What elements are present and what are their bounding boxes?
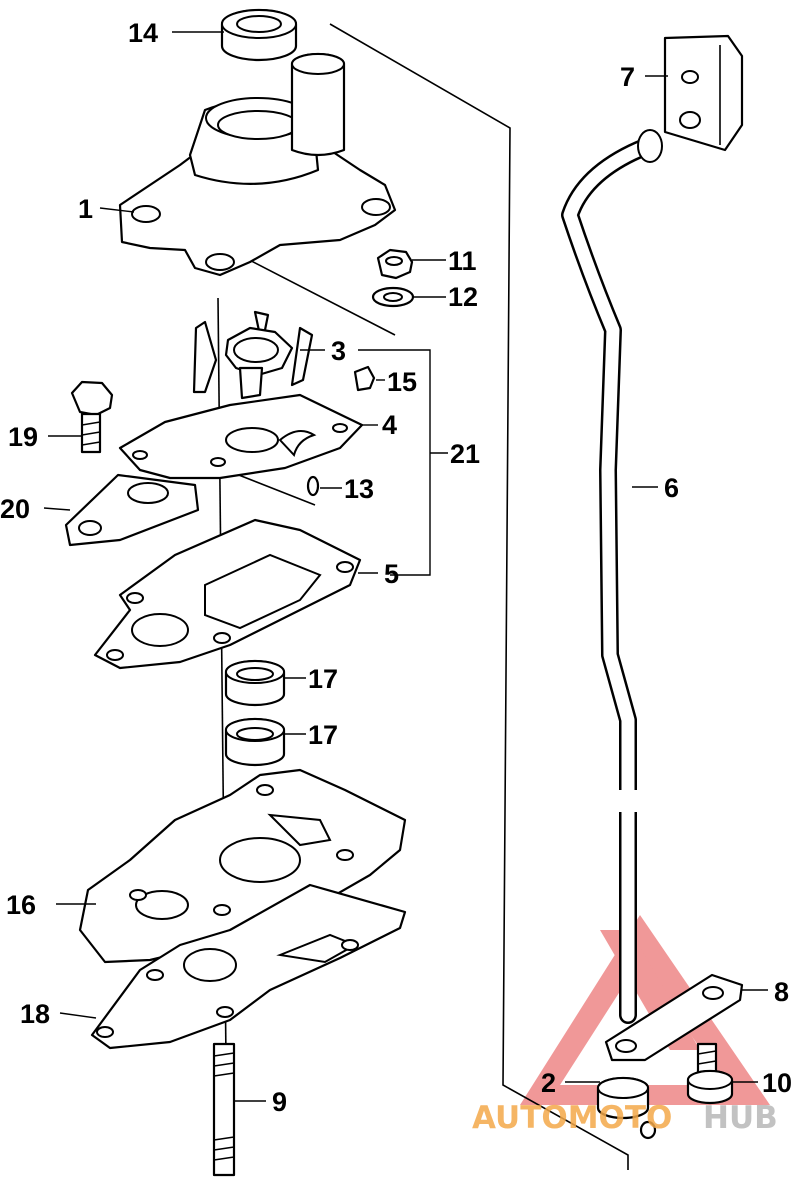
- part-13-pin: [306, 475, 320, 497]
- part-2-grommet: [596, 1076, 657, 1140]
- callout-10: 10: [762, 1068, 792, 1098]
- part-6-tube: [561, 129, 663, 1024]
- part-16-pump-case: [78, 768, 407, 964]
- part-10-bolt: [686, 1042, 734, 1105]
- part-8-plate: [604, 973, 744, 1062]
- callout-16: 16: [6, 890, 36, 920]
- callout-8: 8: [774, 977, 789, 1007]
- callout-13: 13: [344, 474, 374, 504]
- part-11-nut: [376, 248, 414, 280]
- part-18-gasket: [90, 883, 407, 1050]
- part-14-seal: [220, 8, 298, 62]
- callout-19: 19: [8, 422, 38, 452]
- part-20-plate: [64, 473, 200, 547]
- part-15-key: [353, 365, 376, 392]
- callout-18: 18: [20, 999, 50, 1029]
- callout-15: 15: [387, 367, 417, 397]
- callout-6: 6: [664, 473, 679, 503]
- callout-2: 2: [541, 1068, 556, 1098]
- watermark-part2: HUB: [703, 1100, 778, 1136]
- watermark-part1: AUTOMOTO: [472, 1100, 672, 1136]
- part-19-bolt: [70, 380, 114, 454]
- part-5-gasket: [93, 518, 362, 670]
- callout-12: 12: [448, 282, 478, 312]
- callout-5: 5: [384, 559, 399, 589]
- callout-20: 20: [0, 494, 30, 524]
- callout-17-lower: 17: [308, 720, 338, 750]
- part-12-washer: [371, 286, 415, 308]
- part-17-seal-upper: [224, 659, 286, 707]
- callout-14: 14: [128, 18, 158, 48]
- callout-11: 11: [448, 246, 477, 276]
- callout-3: 3: [331, 336, 346, 366]
- leader-lines: [43, 31, 768, 1102]
- callout-labels: 14 1 7 11 12 3 15 4 21 13 19 20 5 17 17 …: [0, 18, 792, 1117]
- callout-9: 9: [272, 1087, 287, 1117]
- part-9-stud: [212, 1042, 236, 1177]
- watermark-logo: [520, 915, 770, 1105]
- callout-17-upper: 17: [308, 664, 338, 694]
- part-17-seal-lower: [224, 717, 286, 767]
- callout-21: 21: [450, 439, 480, 469]
- part-3-impeller: [192, 310, 314, 400]
- part-4-gasket: [118, 393, 364, 480]
- part-7-bracket: [663, 34, 744, 152]
- callout-1: 1: [78, 194, 93, 224]
- callout-7: 7: [620, 62, 635, 92]
- part-1-pump-housing: [118, 52, 397, 277]
- watermark-text: AUTOMOTO HUB: [472, 1100, 778, 1136]
- callout-4: 4: [382, 410, 397, 440]
